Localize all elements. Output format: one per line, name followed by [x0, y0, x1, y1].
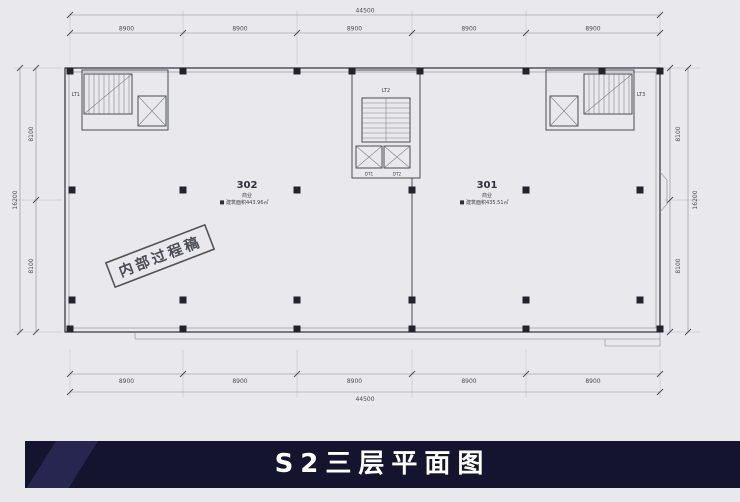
- dim-label: 8100: [675, 258, 682, 273]
- dim-top-total-label: 44500: [355, 8, 374, 15]
- dim-label: 8900: [232, 378, 247, 385]
- bottom-right-step: [604, 339, 661, 347]
- watermark-box: [104, 223, 216, 289]
- dim-label: 8100: [675, 126, 682, 141]
- dim-label: 8900: [585, 378, 600, 385]
- building-outline: [64, 67, 668, 347]
- title-banner: S2三层平面图: [25, 441, 740, 488]
- stair-middle-label: LT2: [382, 88, 390, 94]
- stair-right-label: LT3: [637, 92, 645, 98]
- stair-core-left: LT1: [72, 69, 169, 131]
- bottom-edge-step: [134, 332, 661, 340]
- floor-plan-drawing: 44500 8900 8900 8900 8900 8900 8900 8900…: [12, 8, 700, 403]
- room-301-label: 301 商业 建筑面积435.51㎡: [460, 180, 509, 206]
- dim-left-total-label: 16200: [12, 190, 19, 209]
- dimension-top-total: 44500: [66, 8, 664, 19]
- watermark-stamp: 内部过程稿: [104, 223, 216, 289]
- dim-label: 8900: [347, 378, 362, 385]
- outer-wall: [64, 67, 661, 333]
- dimension-top-segments: 8900 8900 8900 8900 8900: [66, 26, 664, 37]
- dim-label: 8100: [28, 126, 35, 141]
- watermark-text: 内部过程稿: [116, 232, 204, 280]
- plan-title: S2三层平面图: [274, 449, 491, 479]
- room-number: 302: [237, 180, 258, 191]
- area-bullet: [220, 200, 224, 205]
- right-bay: [659, 171, 668, 213]
- dim-label: 8900: [232, 26, 247, 33]
- room-area: 建筑面积443.96㎡: [226, 199, 269, 206]
- room-use: 商业: [482, 192, 492, 199]
- columns: [66, 67, 664, 333]
- area-bullet: [460, 200, 464, 205]
- dim-label: 8900: [585, 26, 600, 33]
- dim-label: 8900: [347, 26, 362, 33]
- room-use: 商业: [242, 192, 252, 199]
- elevator-1-label: DT1: [365, 172, 374, 177]
- dim-right-total-label: 16200: [692, 190, 699, 209]
- dimension-left: 8100 8100 16200: [12, 64, 40, 336]
- stair-core-middle: LT2 DT1 DT2: [351, 69, 421, 179]
- dimension-right: 8100 8100 16200: [666, 64, 699, 336]
- dim-label: 8900: [461, 378, 476, 385]
- dim-bottom-total-label: 44500: [355, 396, 374, 403]
- dim-label: 8900: [119, 26, 134, 33]
- dimension-bottom-total: 44500: [66, 388, 664, 403]
- dim-label: 8100: [28, 258, 35, 273]
- elevator-2-label: DT2: [393, 172, 402, 177]
- room-302-label: 302 商业 建筑面积443.96㎡: [220, 180, 269, 206]
- dimension-bottom-segments: 8900 8900 8900 8900 8900: [66, 370, 664, 385]
- stair-left-label: LT1: [72, 92, 80, 98]
- dim-label: 8900: [119, 378, 134, 385]
- dim-label: 8900: [461, 26, 476, 33]
- room-number: 301: [477, 180, 498, 191]
- stair-core-right: LT3: [545, 69, 645, 131]
- inner-wall-line: [68, 71, 657, 329]
- room-area: 建筑面积435.51㎡: [466, 199, 509, 206]
